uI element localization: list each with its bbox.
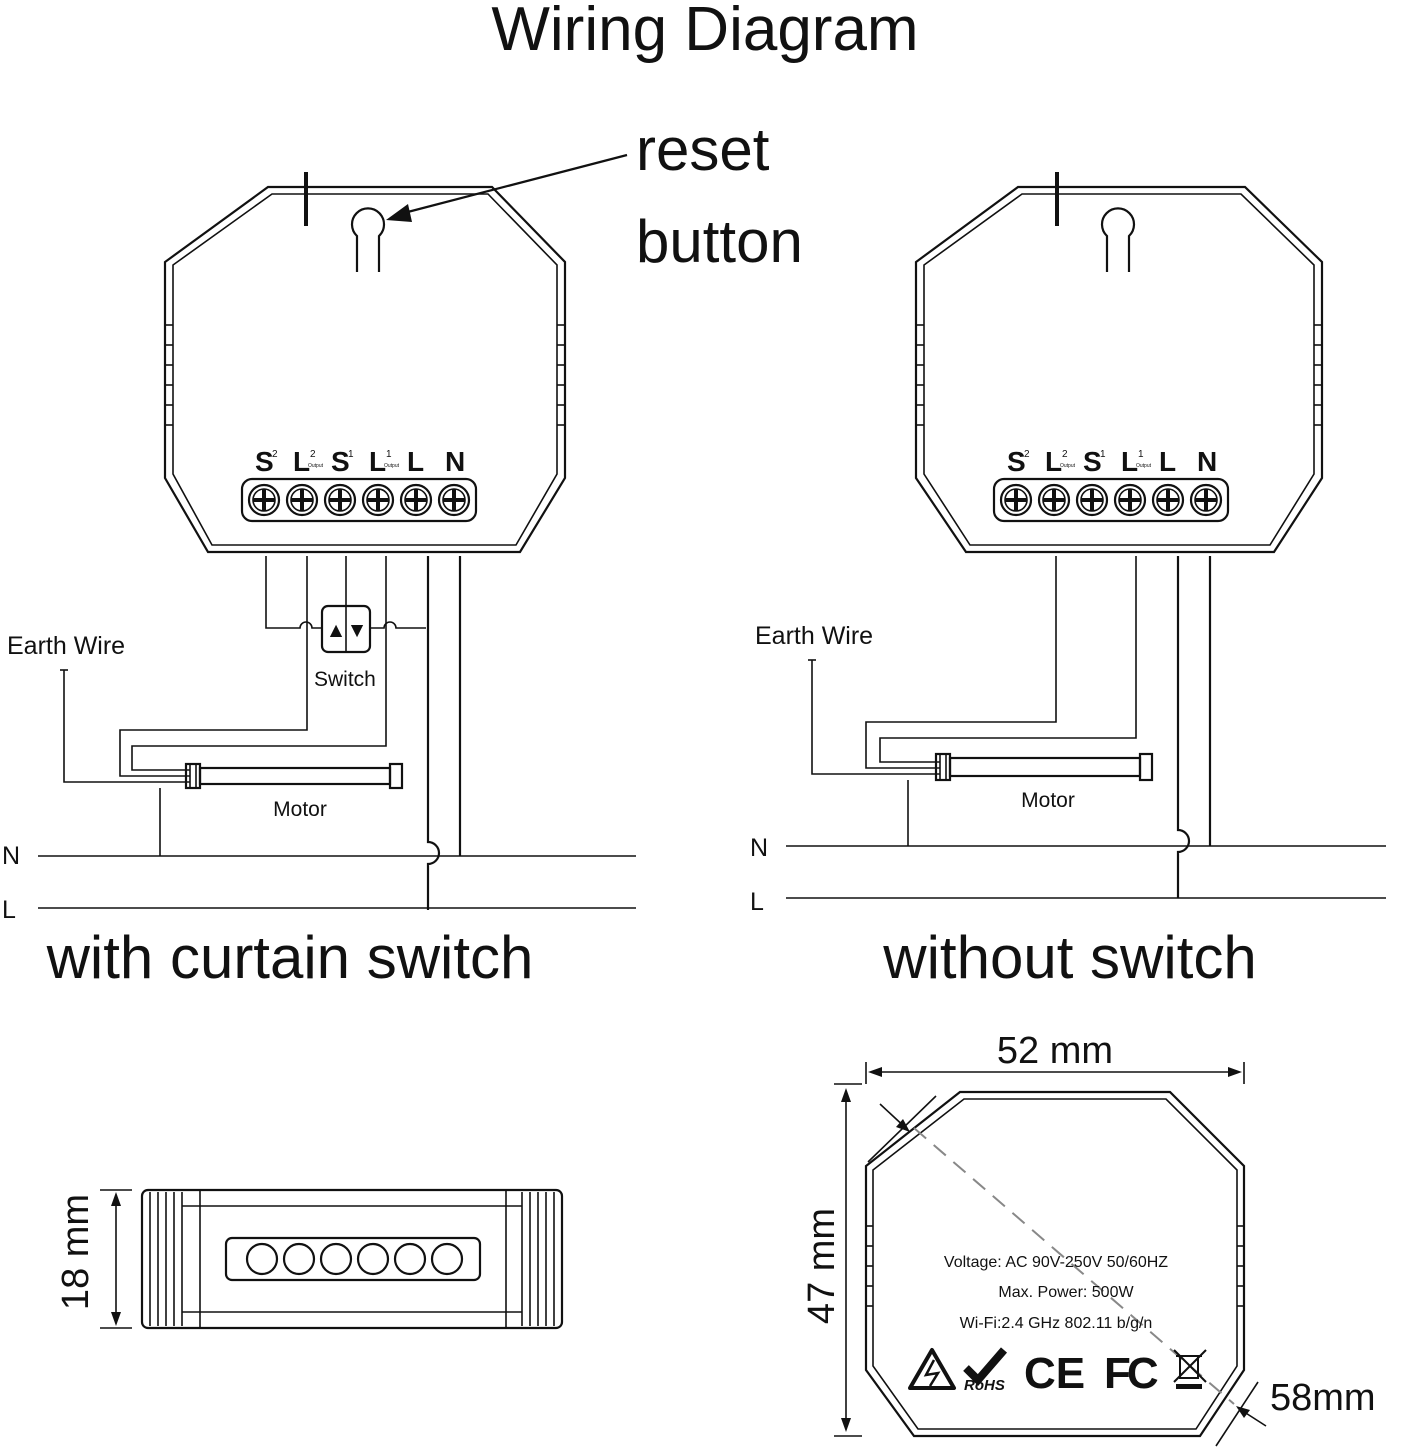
terminal-sup: 2 (272, 449, 278, 460)
height-dimension: 18 mm (55, 1194, 97, 1310)
left-wiring: ▲ ▼ Switch Earth Wire Motor N L (2, 556, 636, 924)
earth-wire-label: Earth Wire (755, 622, 873, 650)
spec-power: Max. Power: 500W (998, 1284, 1134, 1301)
terminal-sup: 1 (1138, 449, 1144, 460)
reset-arrow-head (386, 204, 412, 222)
terminal-sup: 2 (310, 449, 316, 460)
terminal-label: S (255, 446, 274, 477)
switch-up-icon: ▲ (326, 619, 347, 642)
line-l-label: L (2, 896, 16, 924)
line-l-label: L (750, 888, 764, 916)
terminal-label: L (1045, 446, 1062, 477)
terminal-label: L (293, 446, 310, 477)
terminal-hole (319, 1242, 353, 1276)
reset-label-second: button (636, 208, 803, 275)
top-view-ribs (866, 1225, 1244, 1307)
module-outline (914, 185, 1324, 554)
top-view: 52 mm 47 mm 58mm Voltage: AC 90V-250V 50… (801, 1030, 1376, 1447)
caption-without-switch: without switch (882, 924, 1256, 991)
earth-wire-label: Earth Wire (7, 632, 125, 660)
switch-label: Switch (314, 668, 376, 691)
module-inner-outline (923, 193, 1315, 546)
terminal-strip (224, 1236, 482, 1282)
terminal-sup: 1 (348, 449, 354, 460)
terminal-screw-icon[interactable] (323, 483, 357, 517)
terminal-screw-icon[interactable] (399, 483, 433, 517)
terminal-screw-icon[interactable] (1075, 483, 1109, 517)
motor-icon (184, 762, 404, 790)
motor-label: Motor (273, 798, 327, 821)
terminal-screw-icon[interactable] (999, 483, 1033, 517)
reset-arrow-line (399, 153, 628, 216)
terminal-housing (240, 477, 478, 523)
terminal-sup: 2 (1024, 449, 1030, 460)
terminal-screw-icon[interactable] (437, 483, 471, 517)
terminal-sup: 2 (1062, 449, 1068, 460)
terminal-label: S (1083, 446, 1102, 477)
module-side-ribs-left (165, 324, 565, 426)
terminal-label: L (369, 446, 386, 477)
warning-icon (908, 1348, 956, 1390)
reset-label: reset (636, 116, 770, 183)
switch-down-icon: ▼ (347, 619, 368, 642)
terminal-screw-icon[interactable] (1151, 483, 1185, 517)
terminal-sub: Output (1060, 463, 1076, 469)
terminal-screw-icon[interactable] (361, 483, 395, 517)
terminal-hole (282, 1242, 316, 1276)
terminal-hole (356, 1242, 390, 1276)
depth-dimension: 47 mm (801, 1208, 843, 1324)
terminal-screw-icon[interactable] (247, 483, 281, 517)
side-view-body (140, 1188, 564, 1330)
terminal-sub: Output (308, 463, 324, 469)
terminal-sup: 1 (386, 449, 392, 460)
weee-bin-icon (1173, 1349, 1207, 1389)
module-side-ribs-right (916, 324, 1322, 426)
terminal-label: L (1121, 446, 1138, 477)
width-dimension: 52 mm (997, 1030, 1113, 1072)
terminal-screw-icon[interactable] (1189, 483, 1223, 517)
terminal-housing (992, 477, 1230, 523)
terminal-screw-icon[interactable] (1037, 483, 1071, 517)
terminal-screw-icon[interactable] (1113, 483, 1147, 517)
terminal-label: N (445, 446, 465, 477)
top-view-body (864, 1090, 1246, 1438)
terminal-screw-icon[interactable] (285, 483, 319, 517)
reset-button-icon[interactable] (350, 207, 386, 272)
caption-with-switch: with curtain switch (46, 924, 534, 991)
terminal-hole (393, 1242, 427, 1276)
rohs-icon: RoHS (963, 1347, 1008, 1394)
spec-wifi: Wi-Fi:2.4 GHz 802.11 b/g/n (960, 1315, 1153, 1332)
rohs-label: RoHS (964, 1377, 1005, 1394)
module-outline (163, 185, 567, 554)
line-n-label: N (750, 834, 768, 862)
terminal-hole (430, 1242, 464, 1276)
terminal-label: S (1007, 446, 1026, 477)
terminal-label: N (1197, 446, 1217, 477)
terminal-sup: 1 (1100, 449, 1106, 460)
motor-icon (934, 752, 1154, 782)
diagonal-dimension: 58mm (1270, 1377, 1376, 1419)
page-title: Wiring Diagram (491, 0, 918, 64)
spec-voltage: Voltage: AC 90V-250V 50/60HZ (944, 1254, 1168, 1271)
terminal-sub: Output (384, 463, 400, 469)
reset-button-icon[interactable] (1100, 207, 1136, 272)
module-inner-outline (172, 193, 558, 546)
ce-icon: CE (1024, 1349, 1085, 1398)
line-n-label: N (2, 842, 20, 870)
terminal-label: L (407, 446, 424, 477)
fc-icon: FC (1104, 1349, 1158, 1398)
right-wiring: Earth Wire Motor N L (750, 556, 1386, 916)
motor-label: Motor (1021, 789, 1075, 812)
terminal-hole (245, 1242, 279, 1276)
terminal-sub: Output (1136, 463, 1152, 469)
terminal-label: S (331, 446, 350, 477)
side-view: 18 mm (55, 1188, 564, 1330)
terminal-label: L (1159, 446, 1176, 477)
